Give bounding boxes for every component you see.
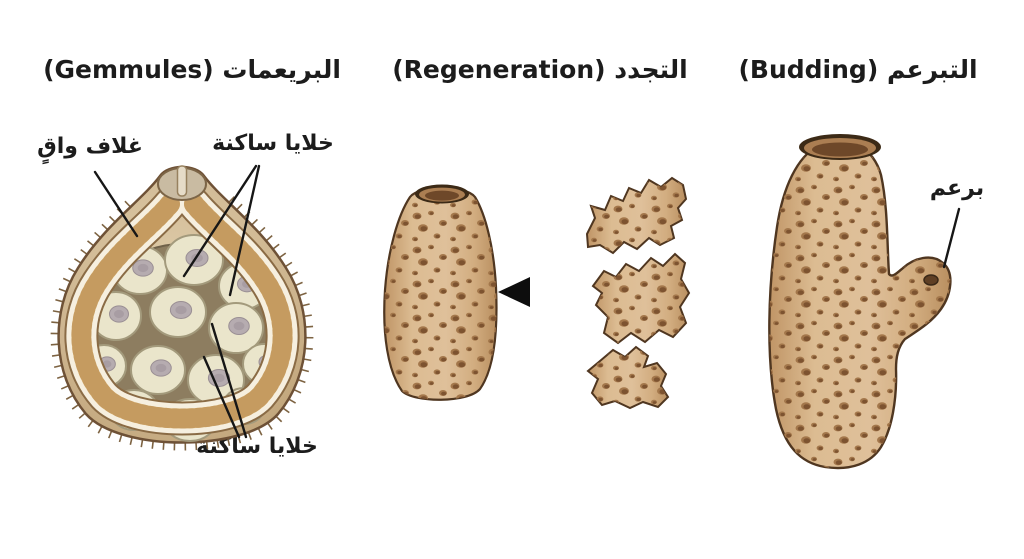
label-dormant-cells-top: خلايا ساكنة: [212, 131, 334, 156]
left-arrow-icon: [498, 277, 580, 307]
label-bud: برعم: [929, 176, 985, 201]
regenerated-sponge-illustration: [383, 184, 498, 401]
sponge-pores-texture: [384, 188, 497, 400]
label-protective-coat: غلاف واقٍ: [37, 134, 143, 159]
budding-sponge-illustration: [768, 134, 952, 470]
gemmule-cross-section-illustration: [50, 165, 314, 451]
bud-opening: [923, 274, 939, 286]
sponge-fragments-illustration: [585, 176, 691, 410]
sponge-fragment-top: [585, 176, 688, 255]
section-title-regeneration: التجدد (Regeneration): [392, 55, 688, 84]
sponge-fragment-bottom: [586, 345, 670, 410]
section-title-budding: التبرعم (Budding): [738, 55, 978, 84]
gemmule-inner-capsule-wall: [64, 187, 300, 436]
section-title-gemmules: البريعمات (Gemmules): [43, 55, 341, 84]
osculum-opening: [415, 184, 469, 204]
osculum-opening: [799, 134, 881, 160]
sponge-fragment-middle: [591, 252, 691, 345]
sponge-pores-texture: [769, 140, 951, 469]
